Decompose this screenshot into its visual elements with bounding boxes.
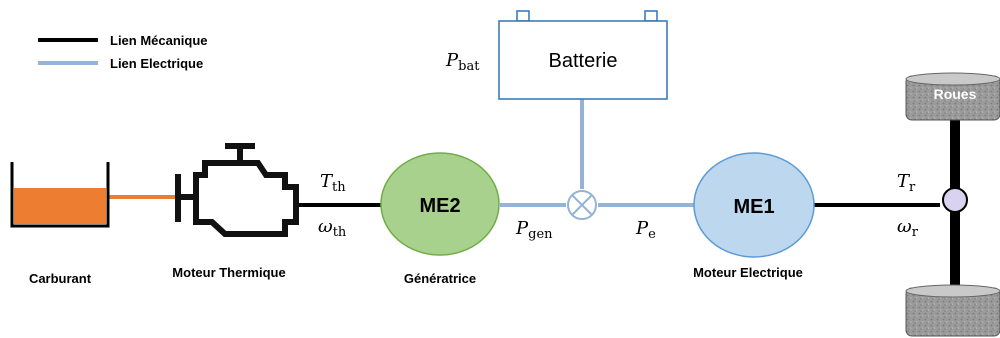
- motor-label: ME1: [733, 196, 774, 218]
- battery: Batterie: [498, 10, 668, 100]
- fuel-tank-caption: Carburant: [29, 271, 92, 286]
- battery-label: Batterie: [549, 50, 618, 72]
- engine-speed-symbol: ω: [318, 216, 333, 237]
- wheel-torque-subscript: r: [909, 180, 916, 195]
- motor-caption: Moteur Electrique: [693, 265, 803, 280]
- battery-terminal-left: [516, 10, 530, 22]
- generator-power-symbol: P: [515, 218, 529, 239]
- battery-power-symbol: P: [445, 50, 459, 71]
- battery-power-subscript: bat: [458, 59, 480, 74]
- engine-caption: Moteur Thermique: [172, 265, 285, 280]
- motor-power-subscript: e: [648, 227, 656, 242]
- wheels-label: Roues: [934, 86, 977, 102]
- legend: Lien Mécanique Lien Electrique: [38, 33, 208, 71]
- engine-torque-symbol: T: [320, 171, 334, 192]
- wheels: Roues: [905, 72, 1000, 337]
- generator-ellipse: [380, 152, 500, 256]
- bottom-wheel-icon: [905, 284, 1000, 337]
- wheel-speed-subscript: r: [912, 225, 919, 240]
- wheel-torque-symbol: T: [897, 171, 911, 192]
- engine-speed-label: ωth: [318, 216, 347, 240]
- battery-power-label: Pbat: [445, 50, 480, 74]
- legend-mechanical-label: Lien Mécanique: [110, 33, 208, 48]
- engine-icon: [175, 143, 299, 237]
- fuel-tank-icon: [10, 162, 110, 228]
- generator-power-label: Pgen: [515, 218, 553, 242]
- wheel-torque-label: Tr: [897, 171, 916, 195]
- wheel-hub: [942, 187, 968, 213]
- engine-speed-subscript: th: [333, 225, 347, 240]
- generator-label: ME2: [419, 195, 460, 217]
- generator-power-subscript: gen: [528, 227, 553, 242]
- battery-box: [498, 20, 668, 100]
- engine-torque-label: Tth: [320, 171, 346, 195]
- motor-power-symbol: P: [635, 218, 649, 239]
- wheel-speed-symbol: ω: [897, 216, 912, 237]
- engine-torque-subscript: th: [332, 180, 346, 195]
- motor-power-label: Pe: [635, 218, 656, 242]
- wheel-speed-label: ωr: [897, 216, 919, 240]
- generator-caption: Génératrice: [404, 271, 476, 286]
- legend-electrical-label: Lien Electrique: [110, 56, 203, 71]
- battery-terminal-right: [644, 10, 658, 22]
- junction-cross-icon: [567, 190, 597, 220]
- top-wheel-icon: Roues: [905, 72, 1000, 121]
- motor-ellipse: [693, 152, 815, 258]
